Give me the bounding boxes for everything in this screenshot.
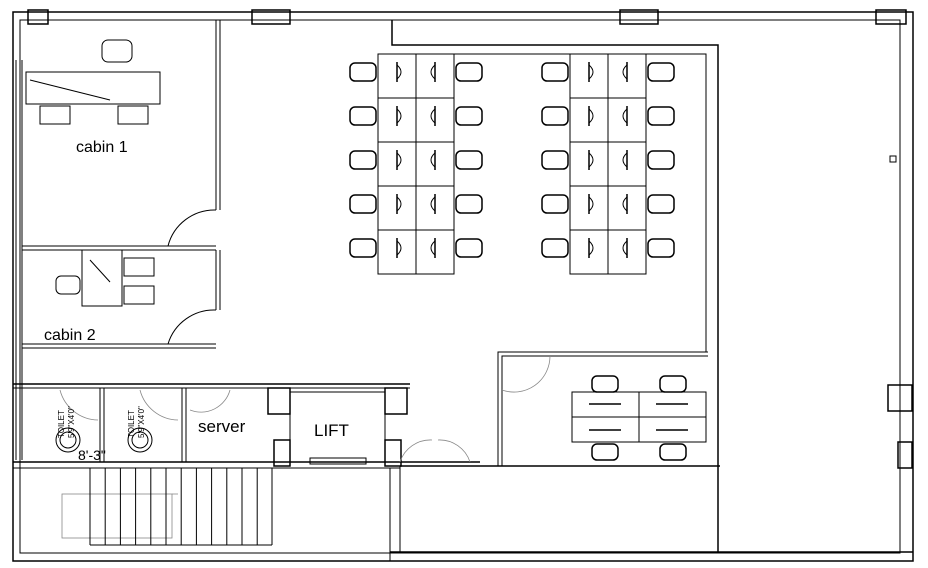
chair [541,106,569,126]
keyboard [396,108,402,124]
keyboard [396,196,402,212]
keyboard [622,152,628,168]
chair [455,238,483,258]
keyboard [430,196,436,212]
keyboard [588,152,594,168]
keyboard [430,240,436,256]
toilet2-label: TOILET [127,410,136,438]
keyboard [588,240,594,256]
chair [659,375,687,393]
chair [349,62,377,82]
chair [455,194,483,214]
keyboard [588,64,594,80]
keyboard [430,108,436,124]
keyboard [430,64,436,80]
chair [455,62,483,82]
chair [647,150,675,170]
staircase [61,468,391,561]
keyboard [622,64,628,80]
chair [647,106,675,126]
chair [349,106,377,126]
chair [647,62,675,82]
chair [541,62,569,82]
dimension-label: 8'-3" [78,447,106,463]
keyboard [622,108,628,124]
chair [349,238,377,258]
chair [541,194,569,214]
chair [659,443,687,461]
keyboard [622,240,628,256]
chair [541,150,569,170]
cabin-partitions [22,20,221,349]
keyboard [396,240,402,256]
keyboard [396,64,402,80]
desk [415,229,455,275]
server-label: server [198,417,246,436]
service-core [13,383,480,469]
cabin1-label: cabin 1 [76,139,128,156]
keyboard [622,196,628,212]
chair [647,194,675,214]
keyboard [430,152,436,168]
toilet2-size: 5'9"X4'0" [137,406,146,438]
toilet1-size: 5'9"X4'0" [67,406,76,438]
chair [455,150,483,170]
meeting-table [571,375,707,461]
lift-label: LIFT [314,421,349,440]
office-walls [378,20,913,553]
chair [591,443,619,461]
chair [647,238,675,258]
chair [349,194,377,214]
outer-walls [12,9,914,562]
chair [349,150,377,170]
keyboard [396,152,402,168]
cabin1-desk [25,39,161,125]
desk [607,229,647,275]
workstation-clusters [349,53,675,275]
chair [541,238,569,258]
keyboard [588,108,594,124]
toilet1-label: TOILET [57,410,66,438]
chair [591,375,619,393]
cabin2-label: cabin 2 [44,327,96,344]
keyboard [588,196,594,212]
cabin2-desk [55,249,155,307]
chair [455,106,483,126]
